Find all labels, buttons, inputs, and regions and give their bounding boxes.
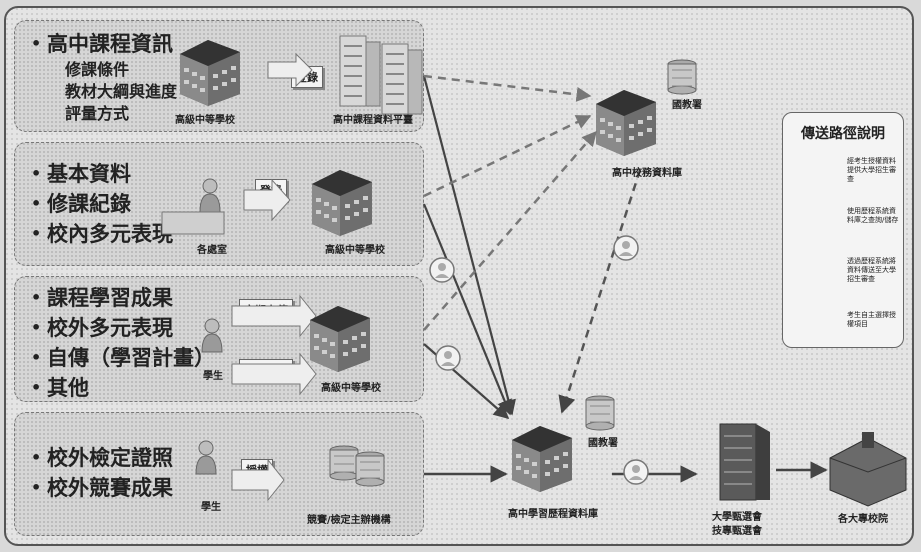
moe-label-top: 國教署 xyxy=(672,100,702,111)
legend-text: 考生自主選擇授權項目 xyxy=(847,311,896,328)
legend: 傳送路徑說明 經考生授權資料提供大學招生審查 使用歷程系統資料庫之查詢/儲存 透… xyxy=(782,112,904,348)
universities-label: 各大專校院 xyxy=(838,514,888,525)
legend-text: 使用歷程系統資料庫之查詢/儲存 xyxy=(847,207,899,224)
learning-db-label: 高中學習歷程資料庫 xyxy=(508,509,598,520)
student-caption: 學生 xyxy=(201,502,221,513)
legend-text: 透過歷程系統將資料傳送至大學招生審查 xyxy=(847,257,896,283)
student-caption: 學生 xyxy=(203,371,223,382)
bullet-item: 校外競賽成果 xyxy=(31,473,173,503)
school-caption: 高級中等學校 xyxy=(321,383,381,394)
sub-item: 教材大綱與進度 xyxy=(65,82,178,101)
bullet-item: 校外多元表現 xyxy=(31,313,215,343)
legend-text: 經考生授權資料提供大學招生審查 xyxy=(847,157,896,183)
legend-row-dashed: 透過歷程系統將資料傳送至大學招生審查 xyxy=(787,257,901,293)
db-caption: 高中課程資料平臺 xyxy=(333,115,413,126)
legend-row-solid: 經考生授權資料提供大學招生審查 xyxy=(787,157,901,193)
org-caption: 競賽/檢定主辦機構 xyxy=(307,515,391,526)
joint-exam-label: 大學甄選會 xyxy=(712,512,762,523)
bullet-item: 校外檢定證照 xyxy=(31,443,173,473)
panel-external-achievements: 校外檢定證照 校外競賽成果 學生 競賽/檢定主辦機構 授權 xyxy=(14,412,424,536)
legend-title: 傳送路徑說明 xyxy=(801,126,885,142)
office-caption: 各處室 xyxy=(197,245,227,256)
school-caption: 高級中等學校 xyxy=(325,245,385,256)
school-db-label: 高中校務資料庫 xyxy=(612,168,682,179)
legend-row-icon: 考生自主選擇授權項目 xyxy=(787,311,901,347)
legend-row-dotted: 使用歷程系統資料庫之查詢/儲存 xyxy=(787,207,901,243)
bullet-item: 自傳（學習計畫） xyxy=(31,343,215,373)
bullet-item: 校內多元表現 xyxy=(31,219,173,249)
bullet-item: 其他 xyxy=(31,373,215,403)
bullet-item: 高中課程資訊 xyxy=(31,29,177,59)
sub-item: 評量方式 xyxy=(65,104,130,123)
joint-exam-label: 技專甄選會 xyxy=(712,526,762,537)
bullet-item: 課程學習成果 xyxy=(31,283,215,313)
bullet-item: 基本資料 xyxy=(31,159,173,189)
school-caption: 高級中等學校 xyxy=(175,115,235,126)
bullet-item: 修課紀錄 xyxy=(31,189,173,219)
moe-label-bottom: 國教署 xyxy=(588,438,618,449)
sub-item: 修課條件 xyxy=(65,60,130,79)
